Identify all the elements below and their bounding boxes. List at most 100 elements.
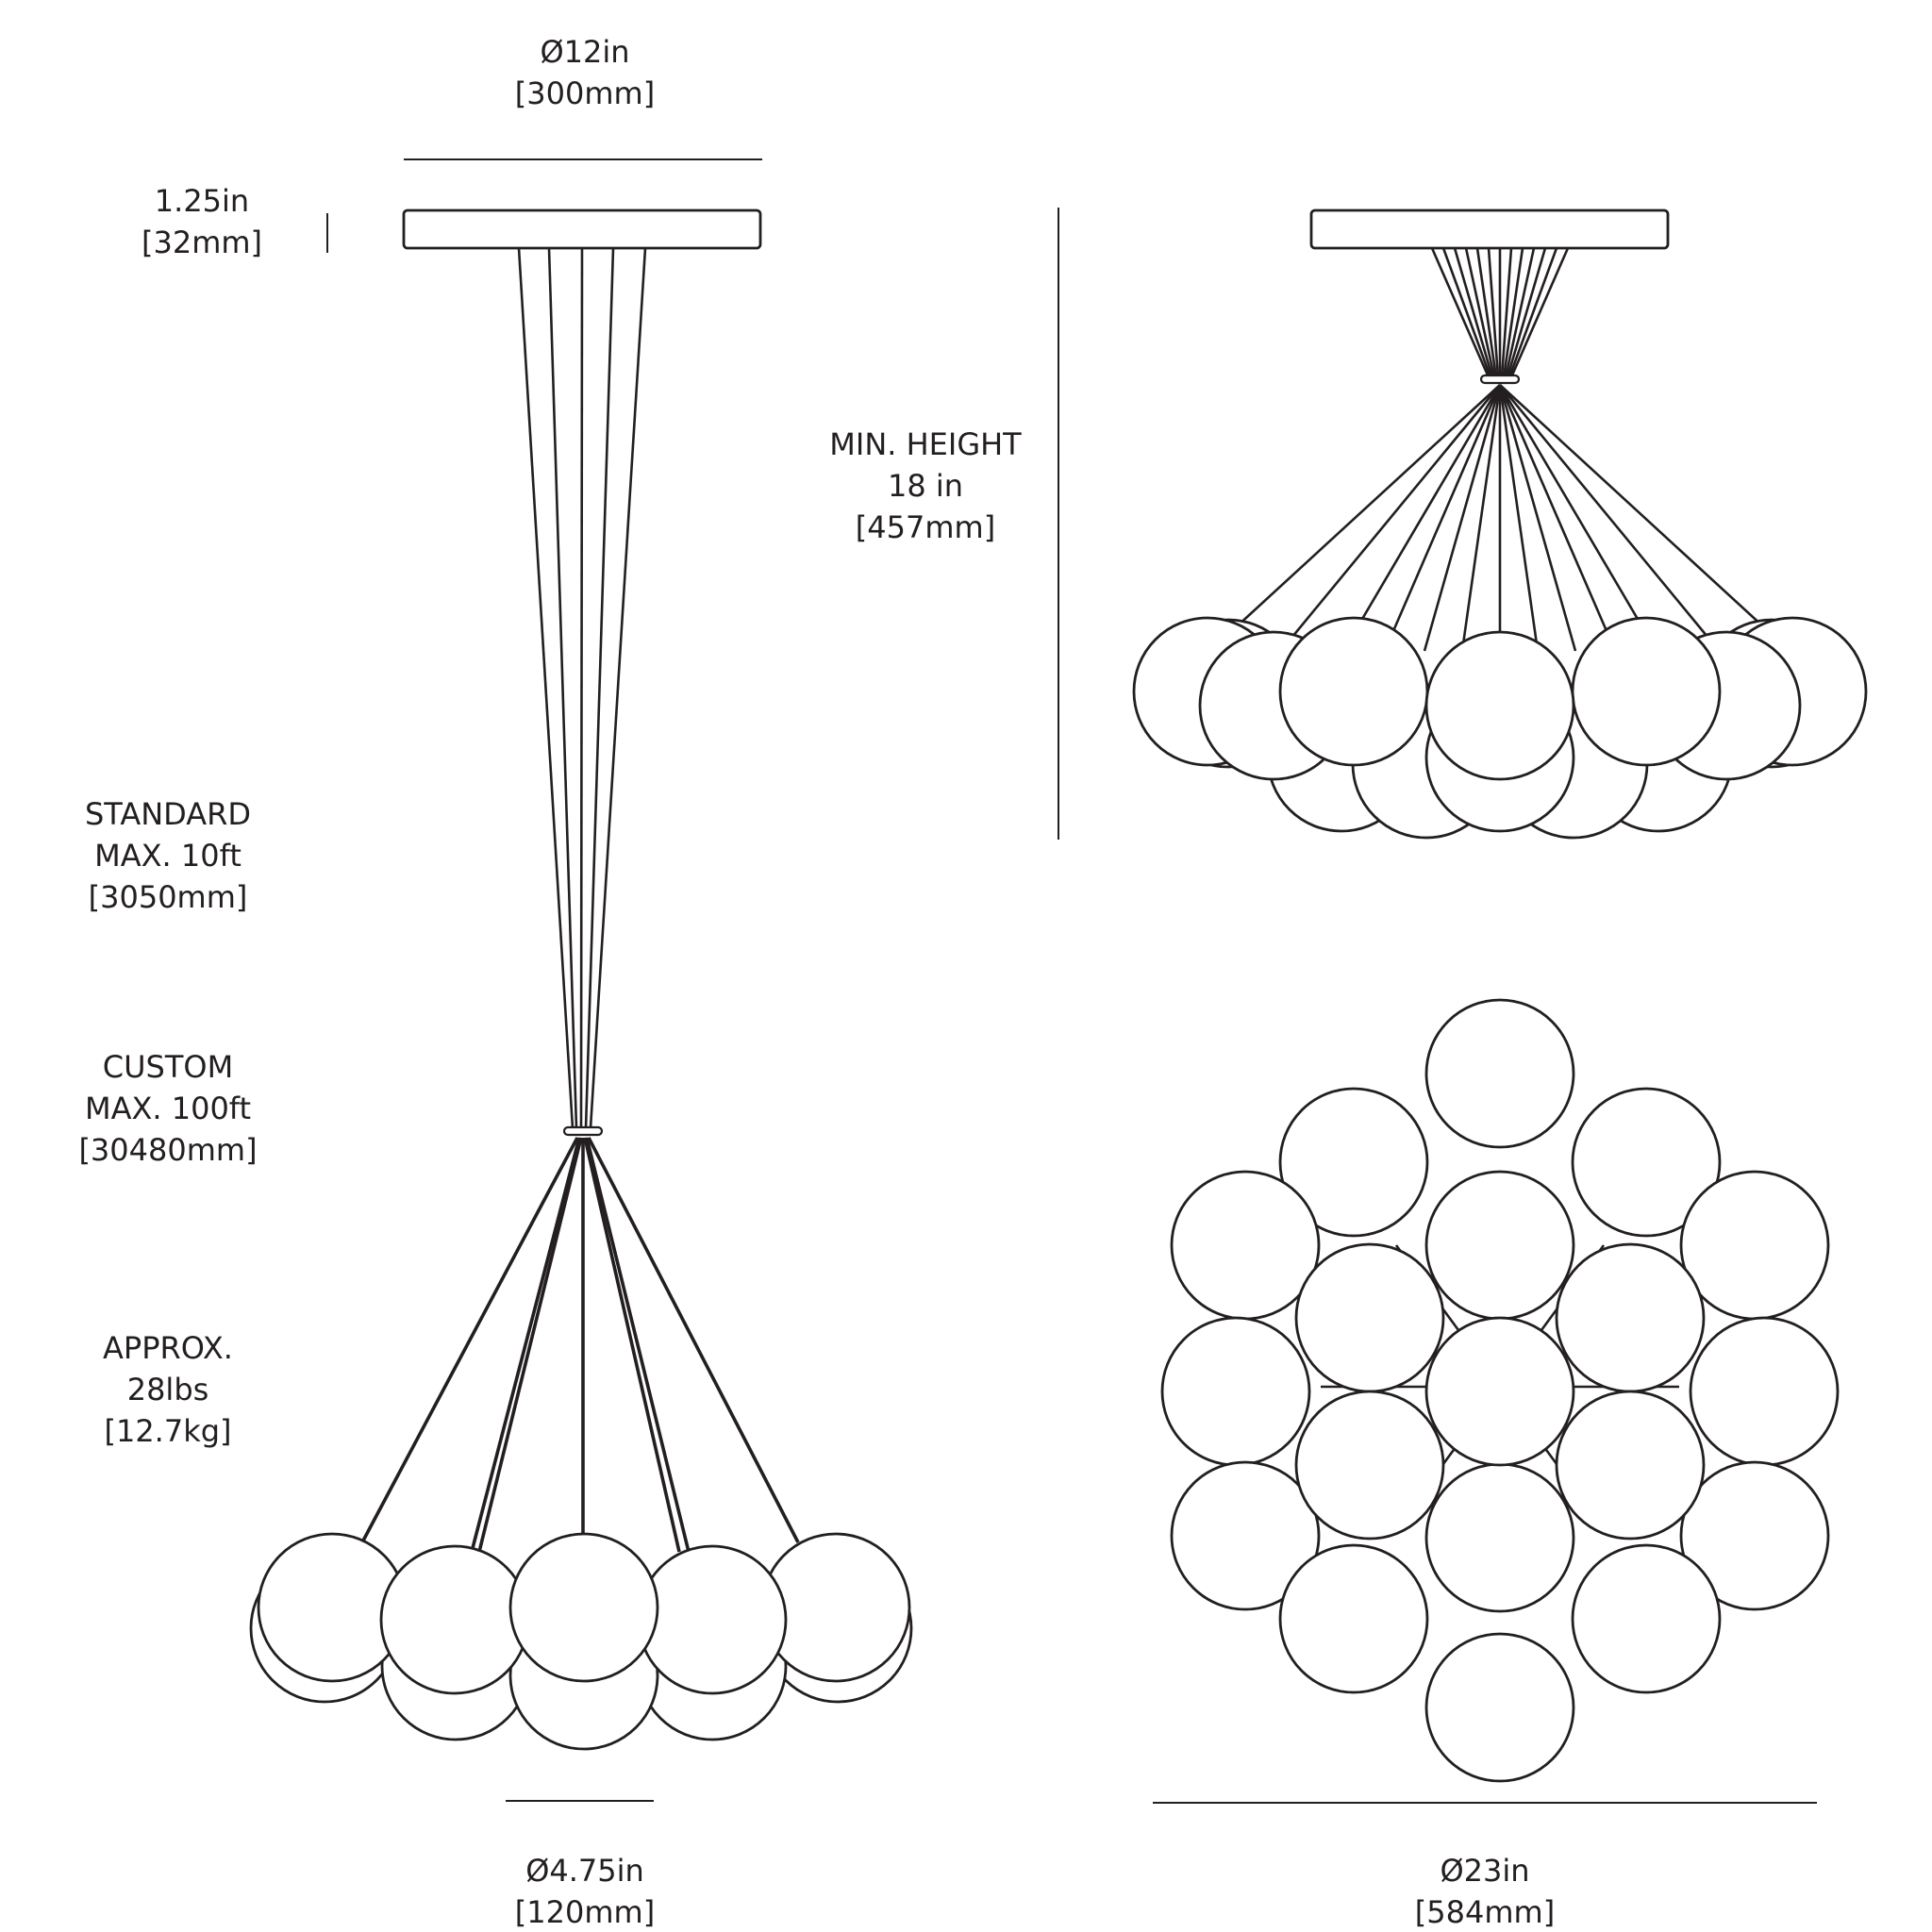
suspension-cable [547, 247, 578, 1129]
plan-view [1160, 998, 1840, 1783]
suspension-cable [1475, 247, 1498, 378]
min-height-label: MIN. HEIGHT 18 in [457mm] [829, 426, 1022, 545]
pendant-rod [585, 1137, 691, 1553]
pendant-rod [1423, 384, 1502, 652]
globe-diameter-imperial: Ø4.75in [525, 1853, 644, 1889]
min-height-imperial: 18 in [888, 468, 963, 504]
globe [1160, 1316, 1311, 1467]
standard-max-title: STANDARD [85, 796, 251, 832]
suspension-cable [584, 247, 615, 1129]
suspension-cable [1507, 247, 1558, 378]
suspension-cable [589, 247, 647, 1129]
suspension-cable [1509, 247, 1570, 378]
globe [1571, 1543, 1722, 1694]
globe [1689, 1316, 1840, 1467]
suspension-cable [1430, 247, 1491, 378]
custom-max-label: CUSTOM MAX. 100ft [30480mm] [78, 1049, 257, 1168]
custom-max-metric: [30480mm] [78, 1132, 257, 1168]
canopy-diameter-metric: [300mm] [515, 75, 655, 111]
globe [1679, 1170, 1830, 1321]
suspension-cable [579, 247, 584, 1129]
pendant-rod [1235, 384, 1501, 628]
pendant-rod [583, 1137, 681, 1553]
suspension-cable [1464, 247, 1496, 378]
globe-diameter-label: Ø4.75in [120mm] [515, 1853, 655, 1930]
globe [508, 1532, 659, 1683]
pendant-rods [1235, 384, 1765, 652]
weight-metric: [12.7kg] [104, 1413, 231, 1449]
weight-title: APPROX. [103, 1330, 233, 1366]
globe [1424, 1170, 1575, 1321]
suspension-cables [1430, 247, 1570, 378]
min-height-metric: [457mm] [856, 509, 995, 545]
custom-max-title: CUSTOM [103, 1049, 233, 1085]
pendant-rod [1498, 384, 1709, 638]
globe [1424, 1462, 1575, 1613]
globe [1278, 1087, 1429, 1238]
suspension-cable [1441, 247, 1492, 378]
pendant-rod [1385, 384, 1502, 647]
globe [1571, 616, 1722, 767]
canopy-height-label: 1.25in [32mm] [142, 183, 262, 260]
pendant-rod [1498, 384, 1540, 652]
canopy [1309, 208, 1670, 250]
pendant-rod [587, 1137, 800, 1543]
standard-max-metric: [3050mm] [89, 879, 248, 915]
globe [1294, 1242, 1445, 1393]
globe [1679, 1460, 1830, 1611]
suspension-cable [1502, 247, 1524, 378]
globe [1555, 1242, 1706, 1393]
suspension-cable [1500, 247, 1513, 378]
canopy [402, 208, 762, 250]
min-height-title: MIN. HEIGHT [829, 426, 1022, 462]
standard-max-imperial: MAX. 10ft [94, 838, 242, 874]
custom-max-imperial: MAX. 100ft [85, 1091, 251, 1126]
globe [1424, 998, 1575, 1149]
suspension-cable [517, 247, 575, 1129]
suspension-cable [1506, 247, 1547, 378]
globe [1170, 1170, 1321, 1321]
globe-diameter-metric: [120mm] [515, 1894, 655, 1930]
weight-imperial: 28lbs [127, 1372, 209, 1407]
pendant-rod [1291, 384, 1502, 638]
cable-gripper [1479, 374, 1521, 385]
pendant-rod [360, 1137, 579, 1543]
pendant-rod [1347, 384, 1502, 642]
standard-max-label: STANDARD MAX. 10ft [3050mm] [85, 796, 251, 915]
fixture-diameter-label: Ø23in [584mm] [1415, 1853, 1555, 1930]
suspension-cable [1487, 247, 1500, 378]
canopy-diameter-label: Ø12in [300mm] [515, 34, 655, 111]
canopy-height-metric: [32mm] [142, 225, 262, 260]
globes-front-row [1132, 616, 1868, 781]
pendant-rod [1498, 384, 1615, 647]
globe [1571, 1087, 1722, 1238]
min-height-elevation-view [1132, 208, 1868, 840]
globe [1278, 1543, 1429, 1694]
suspension-cable [1504, 247, 1536, 378]
globes-outer-ring [1160, 998, 1840, 1783]
pendant-rods [360, 1137, 800, 1553]
fixture-diameter-metric: [584mm] [1415, 1894, 1555, 1930]
globe [637, 1544, 788, 1695]
globe [1424, 1632, 1575, 1783]
globe [1555, 1390, 1706, 1541]
globe [379, 1544, 530, 1695]
globes-front-row [257, 1532, 911, 1695]
pendant-rod [1460, 384, 1502, 652]
globe-center [1424, 1316, 1575, 1467]
weight-label: APPROX. 28lbs [12.7kg] [103, 1330, 233, 1449]
pendant-rod [1498, 384, 1577, 652]
fixture-diameter-imperial: Ø23in [1440, 1853, 1529, 1889]
pendant-rod [1499, 384, 1765, 628]
pendant-rod [1498, 384, 1653, 642]
suspension-cable [1453, 247, 1494, 378]
globe [1294, 1390, 1445, 1541]
globe [1170, 1460, 1321, 1611]
canopy-height-imperial: 1.25in [155, 183, 249, 219]
canopy-diameter-imperial: Ø12in [540, 34, 629, 70]
globe [1278, 616, 1429, 767]
pendant-rod [477, 1137, 583, 1553]
globe [1424, 630, 1575, 781]
pendant-rod [470, 1137, 581, 1553]
